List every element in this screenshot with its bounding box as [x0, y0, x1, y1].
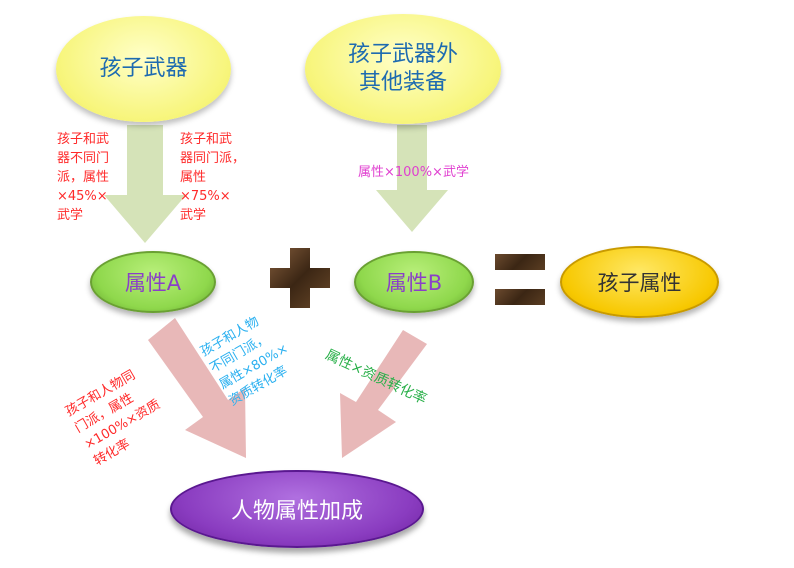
label-same-sect-weapon: 孩子和武 器同门派， 属性 ×75%× 武学 [180, 132, 246, 223]
node-child-attr: 孩子属性 [560, 246, 719, 318]
arrow-weapon-to-attr-a [104, 125, 186, 243]
arrow-equipment-to-attr-b [376, 125, 448, 232]
node-char-bonus: 人物属性加成 [170, 470, 424, 548]
node-label: 孩子属性 [597, 271, 682, 295]
node-label: 属性A [124, 271, 182, 295]
label-other-equipment-formula: 属性×100%×武学 [358, 165, 469, 180]
equals-top-bar [495, 254, 545, 270]
equals-bottom-bar [495, 289, 545, 305]
label-diff-sect-weapon: 孩子和武 器不同门 派，属性 ×45%× 武学 [57, 132, 110, 223]
node-label: 人物属性加成 [230, 499, 363, 524]
plus-vertical-bar [290, 248, 310, 308]
node-attr-a: 属性A [90, 251, 216, 313]
arrow-attr-b-to-bonus [340, 330, 427, 458]
arrow-attr-a-to-bonus [148, 318, 246, 458]
node-child-weapon: 孩子武器 [56, 16, 231, 122]
node-label: 孩子武器 [99, 56, 188, 81]
node-other-equipment: 孩子武器外 其他装备 [305, 14, 501, 124]
node-attr-b: 属性B [354, 251, 474, 313]
node-label: 孩子武器外 其他装备 [347, 42, 458, 95]
node-label: 属性B [385, 271, 443, 295]
